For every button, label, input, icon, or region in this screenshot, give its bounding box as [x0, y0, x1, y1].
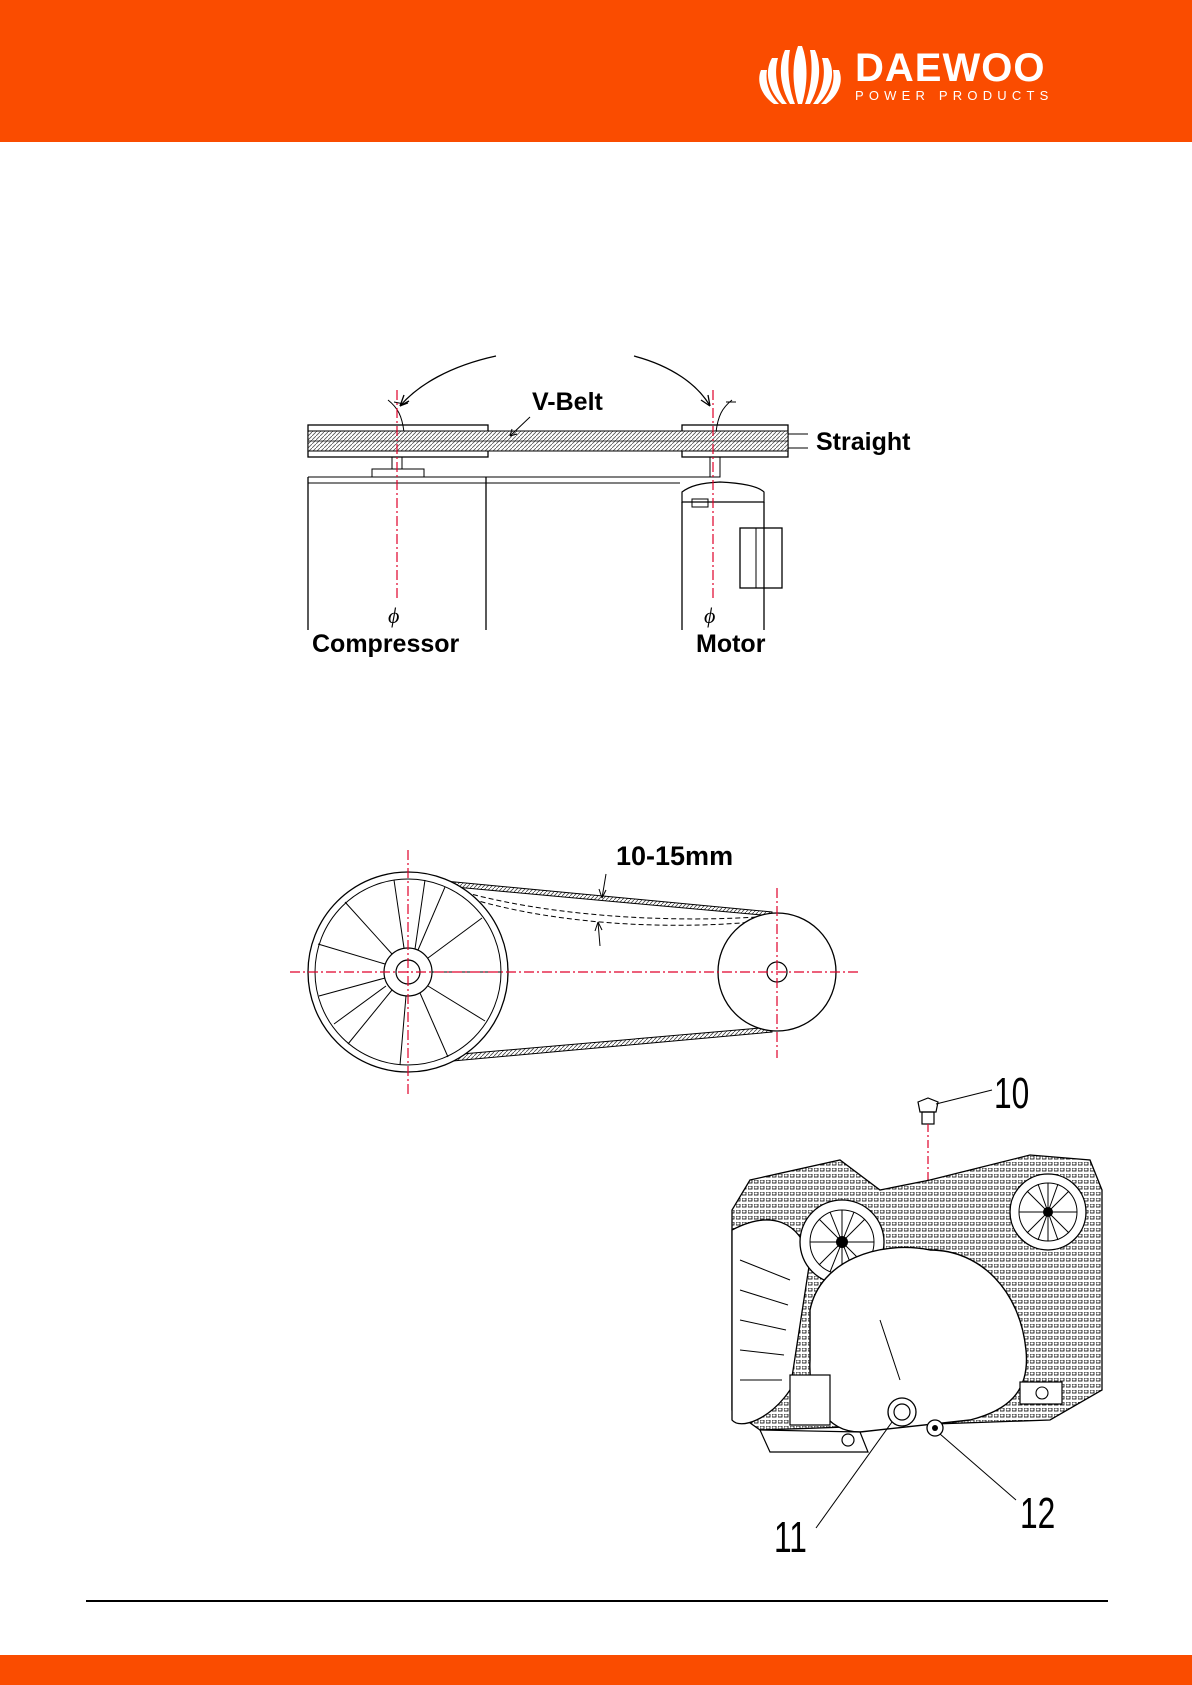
callout-11: 11: [774, 1516, 807, 1560]
motor-diameter-symbol: ϕ: [704, 604, 715, 628]
compressor-diameter-symbol: ϕ: [388, 604, 399, 628]
straight-label: Straight: [816, 428, 910, 456]
motor-label: Motor: [696, 630, 765, 658]
daewoo-logo: DAEWOO POWER PRODUCTS: [752, 42, 1072, 112]
brand-name: DAEWOO: [855, 46, 1045, 90]
compressor-pump-figure: 10 11 12: [730, 1060, 1130, 1560]
deflection-label: 10-15mm: [616, 842, 733, 870]
logo-emblem-icon: [752, 42, 848, 108]
callout-12: 12: [1020, 1492, 1055, 1536]
v-belt-label: V-Belt: [532, 388, 603, 416]
footer-divider: [86, 1600, 1108, 1602]
compressor-pump-drawing: [730, 1060, 1130, 1560]
page-header: DAEWOO POWER PRODUCTS: [0, 0, 1192, 142]
belt-alignment-figure: V-Belt Straight ϕ ϕ Compressor Motor: [300, 340, 940, 670]
compressor-label: Compressor: [312, 630, 459, 658]
callout-10: 10: [994, 1072, 1029, 1116]
brand-tagline: POWER PRODUCTS: [855, 88, 1053, 103]
belt-tension-drawing: [290, 836, 870, 1096]
page-footer-band: [0, 1655, 1192, 1685]
belt-tension-figure: 10-15mm: [290, 836, 870, 1096]
